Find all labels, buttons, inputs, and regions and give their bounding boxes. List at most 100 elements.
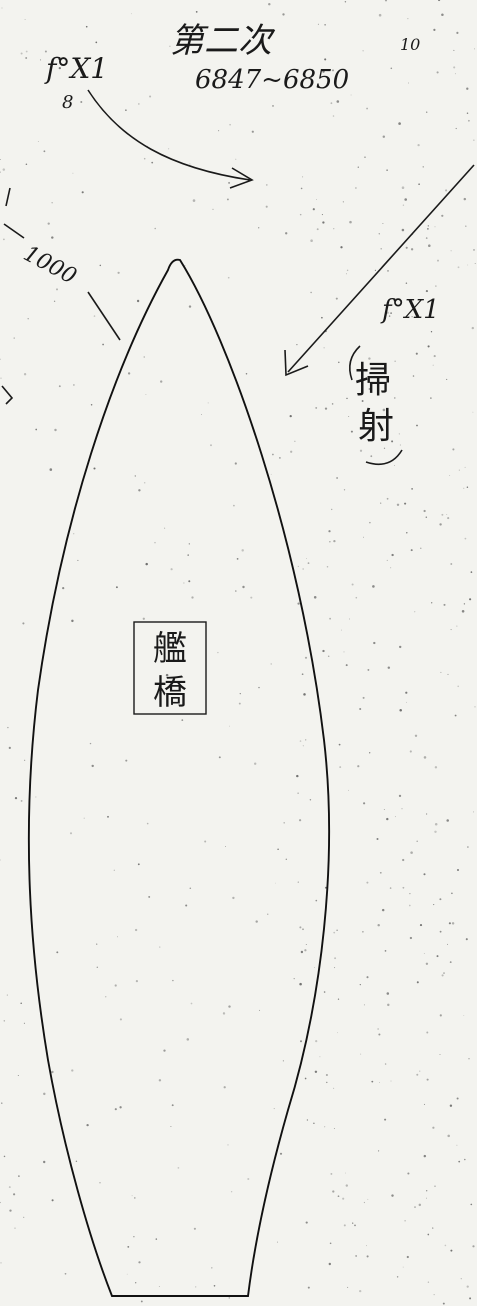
paper-speckle [410, 549, 413, 552]
paper-speckle [324, 886, 327, 889]
paper-speckle [299, 213, 302, 216]
paper-speckle [24, 18, 26, 21]
paper-speckle [416, 424, 418, 427]
paper-speckle [23, 373, 27, 376]
paper-speckle [402, 886, 405, 889]
paper-speckle [425, 237, 428, 239]
paper-speckle [436, 955, 439, 958]
paper-speckle [245, 373, 248, 375]
paper-speckle [302, 176, 304, 178]
paper-speckle [138, 489, 141, 492]
paper-speckle [3, 238, 5, 241]
paper-speckle [135, 1282, 137, 1284]
paper-speckle [457, 685, 460, 688]
paper-speckle [297, 881, 299, 883]
note-close-paren [365, 449, 403, 466]
paper-speckle [298, 819, 302, 822]
paper-speckle [334, 957, 337, 960]
paper-speckle [333, 931, 336, 934]
paper-speckle [125, 109, 127, 111]
paper-speckle [441, 13, 444, 17]
paper-speckle [188, 305, 192, 308]
paper-speckle [119, 1106, 122, 1109]
paper-speckle [9, 1209, 12, 1212]
paper-speckle [336, 100, 340, 103]
paper-speckle [96, 943, 98, 945]
paper-speckle [328, 1262, 331, 1266]
paper-speckle [324, 1126, 326, 1128]
paper-speckle [315, 1040, 318, 1043]
paper-speckle [14, 796, 18, 800]
paper-speckle [453, 49, 455, 51]
paper-speckle [127, 372, 131, 375]
paper-speckle [451, 922, 455, 925]
paper-speckle [189, 887, 192, 890]
paper-speckle [417, 143, 420, 147]
paper-speckle [212, 208, 214, 211]
paper-speckle [227, 276, 230, 279]
paper-speckle [322, 221, 325, 224]
paper-speckle [447, 673, 449, 675]
paper-speckle [75, 1160, 78, 1163]
paper-speckle [382, 223, 384, 225]
paper-speckle [456, 1144, 458, 1146]
paper-speckle [471, 326, 474, 330]
paper-speckle [304, 1077, 307, 1080]
fire-arrow-right-head [284, 349, 309, 377]
paper-speckle [431, 602, 433, 604]
paper-speckle [441, 513, 444, 516]
paper-speckle [51, 1070, 54, 1074]
paper-speckle [167, 148, 170, 150]
paper-speckle [366, 881, 369, 884]
paper-speckle [299, 926, 302, 929]
paper-speckle [404, 502, 407, 505]
paper-speckle [467, 846, 469, 848]
paper-speckle [378, 1150, 380, 1152]
paper-speckle [362, 931, 364, 933]
paper-speckle [401, 808, 403, 810]
paper-speckle [338, 361, 340, 364]
paper-speckle [49, 468, 53, 471]
paper-speckle [416, 1073, 419, 1076]
paper-speckle [354, 1224, 356, 1227]
paper-speckle [316, 228, 319, 231]
paper-speckle [277, 848, 279, 850]
paper-speckle [145, 562, 148, 566]
paper-speckle [386, 169, 388, 171]
paper-speckle [279, 457, 281, 459]
paper-speckle [149, 95, 152, 98]
paper-speckle [464, 1158, 466, 1161]
paper-speckle [35, 796, 37, 798]
paper-speckle [53, 300, 56, 302]
paper-speckle [465, 938, 468, 941]
paper-speckle [160, 380, 163, 383]
paper-speckle [337, 998, 340, 1000]
paper-speckle [359, 983, 361, 986]
paper-speckle [126, 1273, 128, 1275]
fire-arrow-top-left-head [229, 167, 254, 189]
paper-speckle [346, 397, 348, 400]
paper-speckle [195, 11, 198, 13]
paper-speckle [134, 1197, 136, 1199]
paper-speckle [363, 1004, 365, 1006]
paper-speckle [419, 1070, 421, 1072]
paper-speckle [382, 408, 386, 412]
paper-speckle [239, 692, 241, 695]
note-open-paren [349, 345, 361, 381]
paper-speckle [23, 1022, 25, 1024]
paper-speckle [3, 1155, 6, 1158]
paper-speckle [330, 1172, 333, 1175]
paper-speckle [22, 622, 25, 625]
paper-speckle [310, 291, 312, 294]
paper-speckle [409, 892, 411, 895]
paper-speckle [343, 651, 345, 653]
paper-speckle [331, 69, 335, 72]
paper-speckle [399, 645, 402, 649]
paper-speckle [361, 400, 364, 402]
paper-speckle [450, 1249, 453, 1252]
paper-speckle [447, 517, 450, 520]
paper-speckle [410, 851, 413, 854]
paper-speckle [170, 568, 173, 571]
paper-speckle [207, 402, 209, 404]
paper-speckle [355, 187, 357, 189]
